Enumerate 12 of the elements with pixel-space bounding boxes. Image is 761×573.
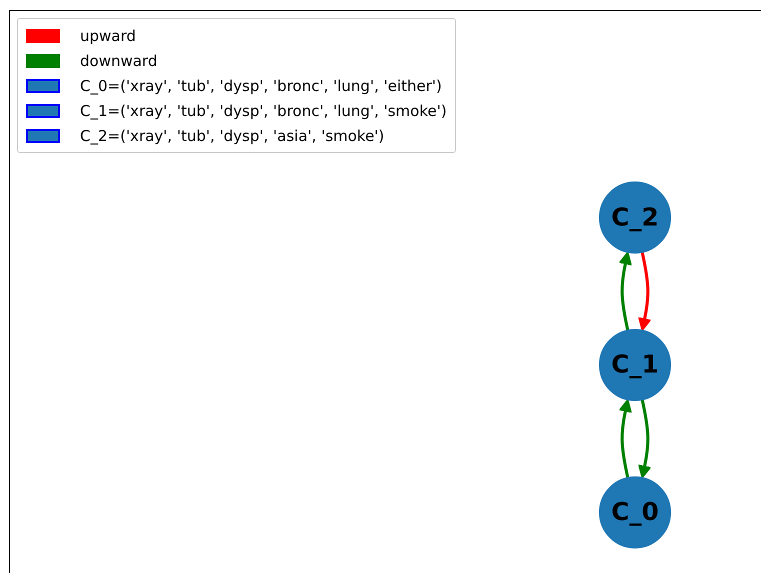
arrow	[638, 399, 652, 479]
arrow	[618, 251, 632, 331]
node-circle: C_2	[598, 182, 672, 254]
legend-text: C_2=('xray', 'tub', 'dysp', 'asia', 'smoke')	[80, 126, 384, 144]
node-circle: C_0	[598, 476, 672, 548]
legend-text: upward	[80, 26, 136, 44]
legend-text: downward	[80, 52, 158, 70]
legend-text: C_1=('xray', 'tub', 'dysp', 'bronc', 'lung', 'smoke')	[80, 102, 447, 120]
legend-text: C_0=('xray', 'tub', 'dysp', 'bronc', 'lung', 'either')	[80, 76, 442, 94]
arrow	[638, 252, 652, 332]
node-circle: C_1	[598, 328, 672, 402]
arrow	[618, 398, 632, 478]
